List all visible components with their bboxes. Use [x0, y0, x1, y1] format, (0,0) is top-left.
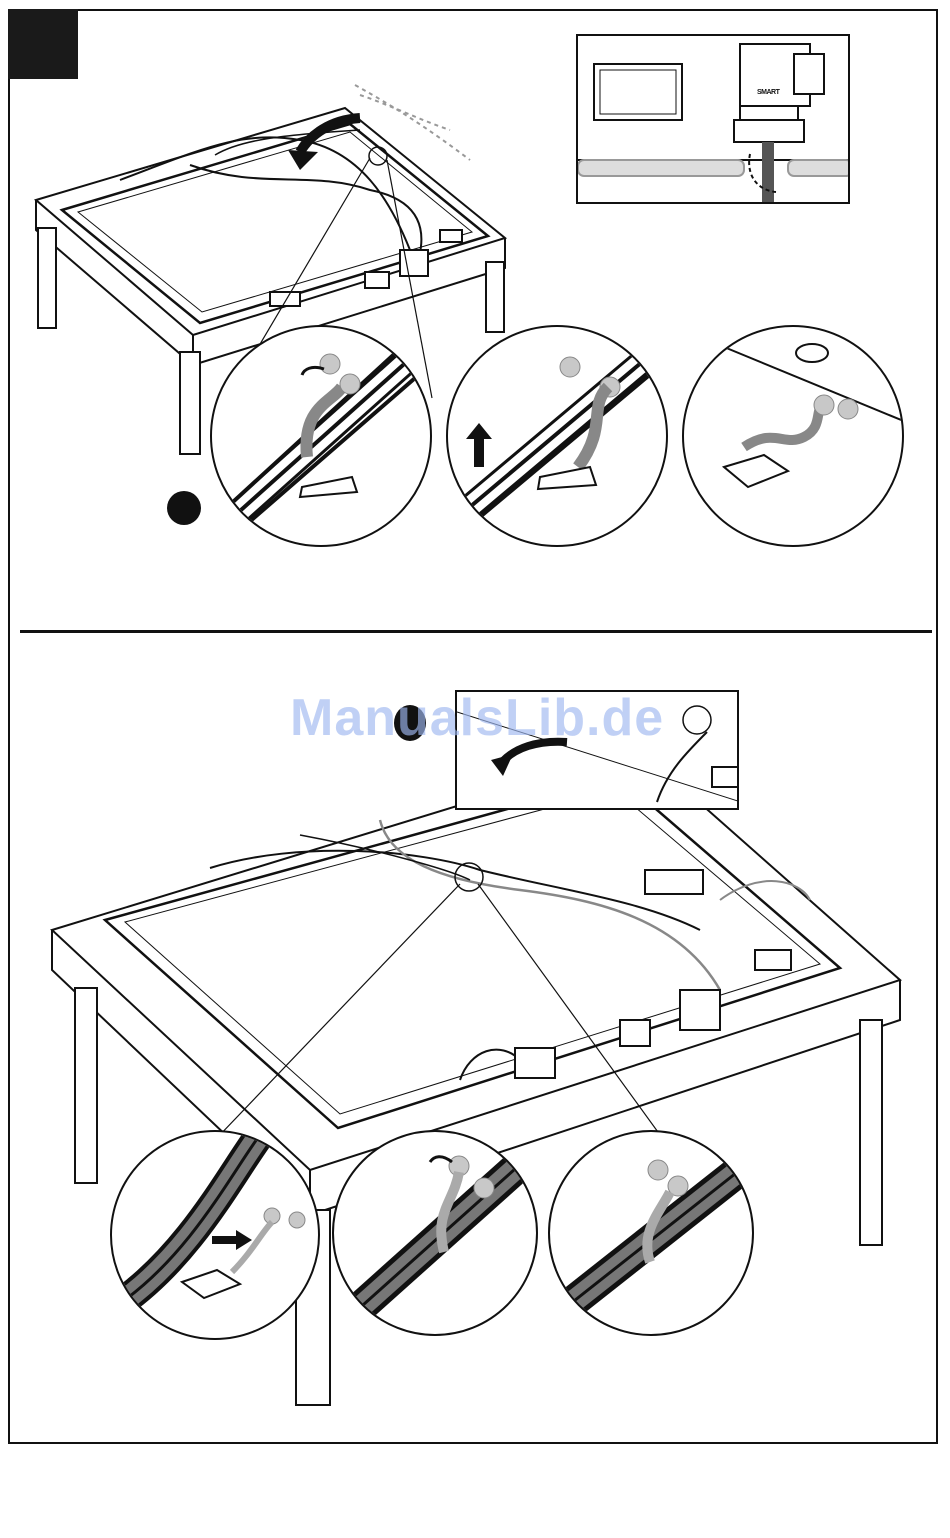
push-arrow-icon — [212, 1230, 252, 1250]
detail-circle-5 — [332, 1130, 538, 1336]
detail-circle-6 — [548, 1130, 754, 1336]
cable-mount-icon — [182, 1270, 240, 1298]
watermark: ManualsLib.de — [290, 688, 664, 748]
rotate-arrow-icon — [430, 1157, 452, 1162]
table-leg — [860, 1020, 882, 1245]
detail-circle-4 — [110, 1130, 320, 1340]
table-leg — [75, 988, 97, 1183]
